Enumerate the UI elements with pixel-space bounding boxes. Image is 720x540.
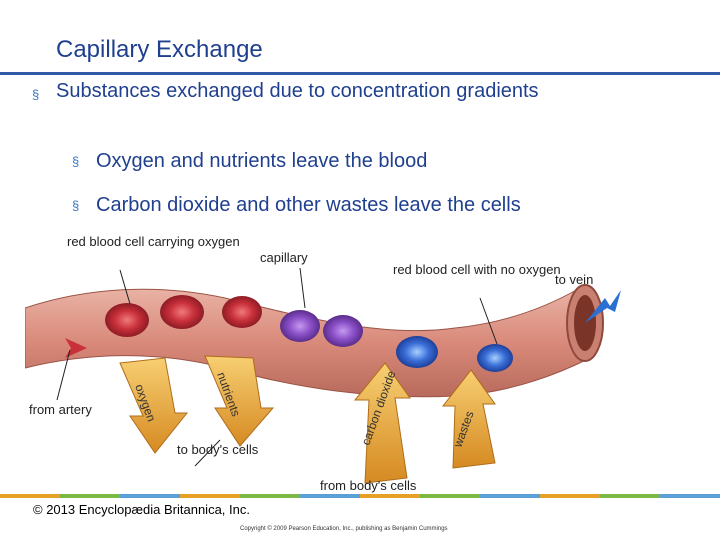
bullet-main: § Substances exchanged due to concentrat… bbox=[32, 78, 672, 104]
vein-arrow bbox=[585, 290, 621, 323]
wastes-arrow bbox=[441, 369, 496, 469]
title-divider bbox=[0, 72, 720, 75]
bullet-sub-1: § Oxygen and nutrients leave the blood bbox=[72, 150, 427, 173]
figure-copyright: © 2013 Encyclopædia Britannica, Inc. bbox=[33, 502, 250, 517]
bullet-marker: § bbox=[72, 154, 80, 169]
capillary-vessel bbox=[25, 287, 591, 398]
red-blood-cell bbox=[222, 296, 262, 328]
bullet-sub-2: § Carbon dioxide and other wastes leave … bbox=[72, 194, 521, 217]
nutrients-arrow bbox=[204, 355, 275, 447]
purple-blood-cell bbox=[323, 315, 363, 347]
blue-blood-cell bbox=[396, 336, 438, 368]
label-rbc-oxygen: red blood cell carrying oxygen bbox=[67, 234, 240, 249]
bullet-marker: § bbox=[72, 198, 80, 213]
label-from-cells: from body's cells bbox=[320, 478, 417, 493]
label-from-artery: from artery bbox=[29, 402, 92, 417]
blue-blood-cell bbox=[477, 344, 513, 372]
capillary-diagram: red blood cell carrying oxygen capillary… bbox=[25, 234, 621, 493]
bullet-text: Oxygen and nutrients leave the blood bbox=[96, 150, 428, 172]
bullet-text: Carbon dioxide and other wastes leave th… bbox=[96, 194, 521, 216]
oxygen-arrow bbox=[119, 357, 189, 454]
bullet-text: Substances exchanged due to concentratio… bbox=[56, 80, 539, 102]
label-capillary: capillary bbox=[260, 250, 308, 265]
red-blood-cell bbox=[105, 303, 149, 337]
carbon-dioxide-arrow bbox=[353, 362, 411, 484]
purple-blood-cell bbox=[280, 310, 320, 342]
footer-stripe bbox=[0, 494, 720, 498]
red-blood-cell bbox=[160, 295, 204, 329]
label-rbc-no-oxygen: red blood cell with no oxygen bbox=[393, 262, 561, 277]
label-to-vein: to vein bbox=[555, 272, 593, 287]
label-to-cells: to body's cells bbox=[177, 442, 259, 457]
artery-arrow bbox=[65, 338, 87, 358]
footer-note: Copyright © 2009 Pearson Education, Inc.… bbox=[240, 526, 448, 532]
slide-title: Capillary Exchange bbox=[56, 36, 263, 63]
bullet-marker: § bbox=[32, 87, 40, 102]
